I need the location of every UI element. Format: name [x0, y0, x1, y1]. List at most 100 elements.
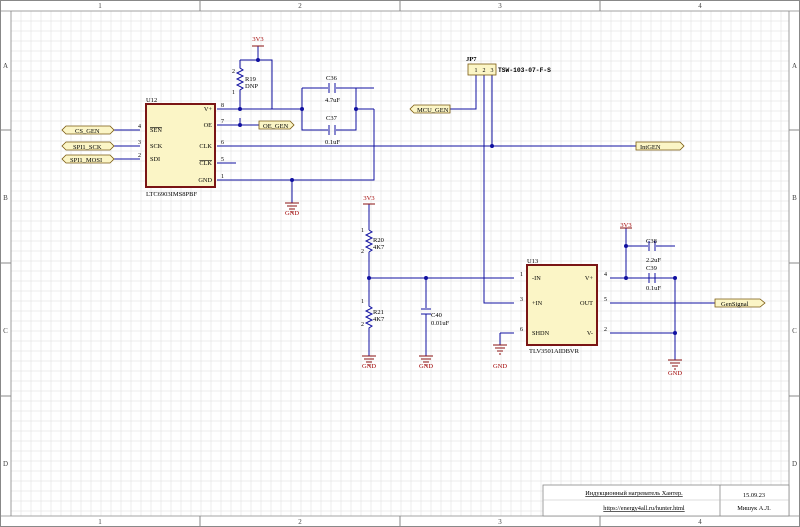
ground-u13-right: GND	[668, 359, 682, 377]
connector-jp7[interactable]: JP7 TSW-103-07-F-S 1 2 3	[466, 56, 551, 76]
c37-ref: C37	[326, 115, 338, 122]
u12-pin-num: 7	[221, 119, 224, 125]
zone-row-b-left: B	[3, 194, 8, 202]
port-label: SPI1_MOSI	[70, 157, 102, 164]
zone-col-4-top: 4	[698, 2, 702, 10]
port-oe-gen[interactable]: OE_GEN	[258, 120, 295, 130]
zone-row-a-left: A	[3, 62, 8, 70]
zone-col-3-bottom: 3	[498, 518, 502, 526]
ground-label: GND	[285, 210, 299, 217]
capacitor-c36[interactable]: C36 4.7uF	[325, 75, 340, 104]
u12-pin-num: 5	[221, 157, 224, 163]
junction-dot	[673, 276, 677, 280]
c36-ref: C36	[326, 75, 338, 82]
r21-ref: R21	[373, 309, 384, 316]
junction-dot	[238, 107, 242, 111]
capacitor-c38[interactable]: C38 2.2uF	[646, 238, 661, 264]
power-3v3-r20: 3V3	[363, 195, 375, 205]
junction-dot	[624, 276, 628, 280]
r19-pin-num: 2	[232, 69, 235, 75]
zone-col-4-bottom: 4	[698, 518, 702, 526]
u13-value: TLV3501AIDBVR	[529, 348, 580, 355]
port-gensignal[interactable]: GenSignal	[714, 298, 766, 308]
capacitor-c40[interactable]: C40 0.01uF	[421, 308, 450, 327]
ground-r21: GND	[362, 355, 376, 370]
title-block-date: 15.09.23	[743, 492, 765, 499]
u12-pin-num: 1	[221, 174, 224, 180]
power-3v3-top: 3V3	[252, 36, 264, 47]
zone-col-3-top: 3	[498, 2, 502, 10]
u12-pin-num: 6	[221, 140, 224, 146]
u13-pin-label: V+	[585, 275, 594, 282]
r20-pin-num: 2	[361, 249, 364, 255]
junction-dot	[290, 178, 294, 182]
ground-label: GND	[419, 363, 433, 370]
ground-u12: GND	[285, 202, 299, 217]
power-3v3-label: 3V3	[252, 36, 263, 43]
resistor-r19[interactable]: 2 1 R19 DNP	[232, 60, 258, 96]
power-3v3-label: 3V3	[363, 195, 374, 202]
u13-pin-num: 3	[520, 297, 523, 303]
title-block-title: Индукционный нагреватель Хантер.	[585, 490, 683, 497]
junction-dot	[238, 123, 242, 127]
zone-row-d-right: D	[792, 460, 797, 468]
resistor-r21[interactable]: 1 2 R21 4K7	[361, 296, 385, 330]
u12-pin-num: 3	[138, 140, 141, 146]
junction-dot	[256, 58, 260, 62]
r19-value: DNP	[245, 83, 258, 90]
zone-col-2-bottom: 2	[298, 518, 302, 526]
resistor-r20[interactable]: 1 2 R20 4K7	[361, 228, 385, 255]
c40-ref: C40	[431, 312, 442, 319]
port-cs-gen[interactable]: CS_GEN	[61, 125, 115, 135]
title-block: Индукционный нагреватель Хантер. https:/…	[542, 484, 790, 517]
zone-col-2-top: 2	[298, 2, 302, 10]
port-label: GenSignal	[721, 301, 749, 308]
r19-ref: R19	[245, 76, 256, 83]
junction-dot	[490, 144, 494, 148]
u12-pin-label: CLK	[199, 160, 212, 167]
u12-pin-label: SCK	[150, 143, 163, 150]
u12-pin-num: 4	[138, 124, 141, 130]
r21-pin-num: 1	[361, 299, 364, 305]
u13-pin-num: 2	[604, 327, 607, 333]
u13-pin-num: 5	[604, 297, 607, 303]
u13-pin-label: OUT	[580, 300, 593, 307]
u12-value: LTC6903IMS8PBF	[146, 191, 197, 198]
u13-ref: U13	[527, 258, 538, 265]
jp7-pin-num: 2	[483, 68, 486, 74]
u13-pin-num: 6	[520, 327, 523, 333]
zone-col-1-bottom: 1	[98, 518, 102, 526]
u12-pin-label: GND	[198, 177, 212, 184]
u13-pin-label: V-	[587, 330, 593, 337]
u12-pin-num: 8	[221, 103, 224, 109]
ground-label: GND	[362, 363, 376, 370]
u12-pin-label: V+	[204, 106, 213, 113]
r20-pin-num: 1	[361, 228, 364, 234]
junction-dot	[424, 276, 428, 280]
c39-value: 0.1uF	[646, 285, 661, 292]
capacitor-c39[interactable]: C39 0.1uF	[646, 265, 661, 292]
u12-pin-label: CLK	[199, 143, 212, 150]
junctions	[238, 58, 677, 335]
ic-u12[interactable]: U12 LTC6903IMS8PBF 4 SEN 3 SCK 2 SDI 8 V…	[138, 97, 224, 198]
port-spi1-mosi[interactable]: SPI1_MOSI	[61, 154, 115, 164]
port-label: IntGEN	[640, 144, 661, 151]
port-intgen[interactable]: IntGEN	[635, 141, 685, 151]
c38-ref: C38	[646, 238, 657, 245]
c37-value: 0.1uF	[325, 139, 340, 146]
ic-u13[interactable]: U13 TLV3501AIDBVR 1 -IN 3 +IN 6 SHDN 4 V…	[520, 258, 607, 355]
r20-ref: R20	[373, 237, 384, 244]
capacitor-c37[interactable]: C37 0.1uF	[325, 115, 340, 146]
junction-dot	[673, 331, 677, 335]
jp7-ref: JP7	[466, 56, 477, 63]
port-label: MCU_GEN	[417, 107, 449, 114]
jp7-pin-num: 3	[491, 68, 494, 74]
u12-ref: U12	[146, 97, 157, 104]
port-spi1-sck[interactable]: SPI1_SCK	[61, 141, 115, 151]
c40-value: 0.01uF	[431, 320, 450, 327]
port-mcu-gen[interactable]: MCU_GEN	[409, 104, 451, 114]
port-label: CS_GEN	[75, 128, 100, 135]
junction-dot	[300, 107, 304, 111]
title-block-author: Мишук А.Л.	[737, 505, 771, 512]
